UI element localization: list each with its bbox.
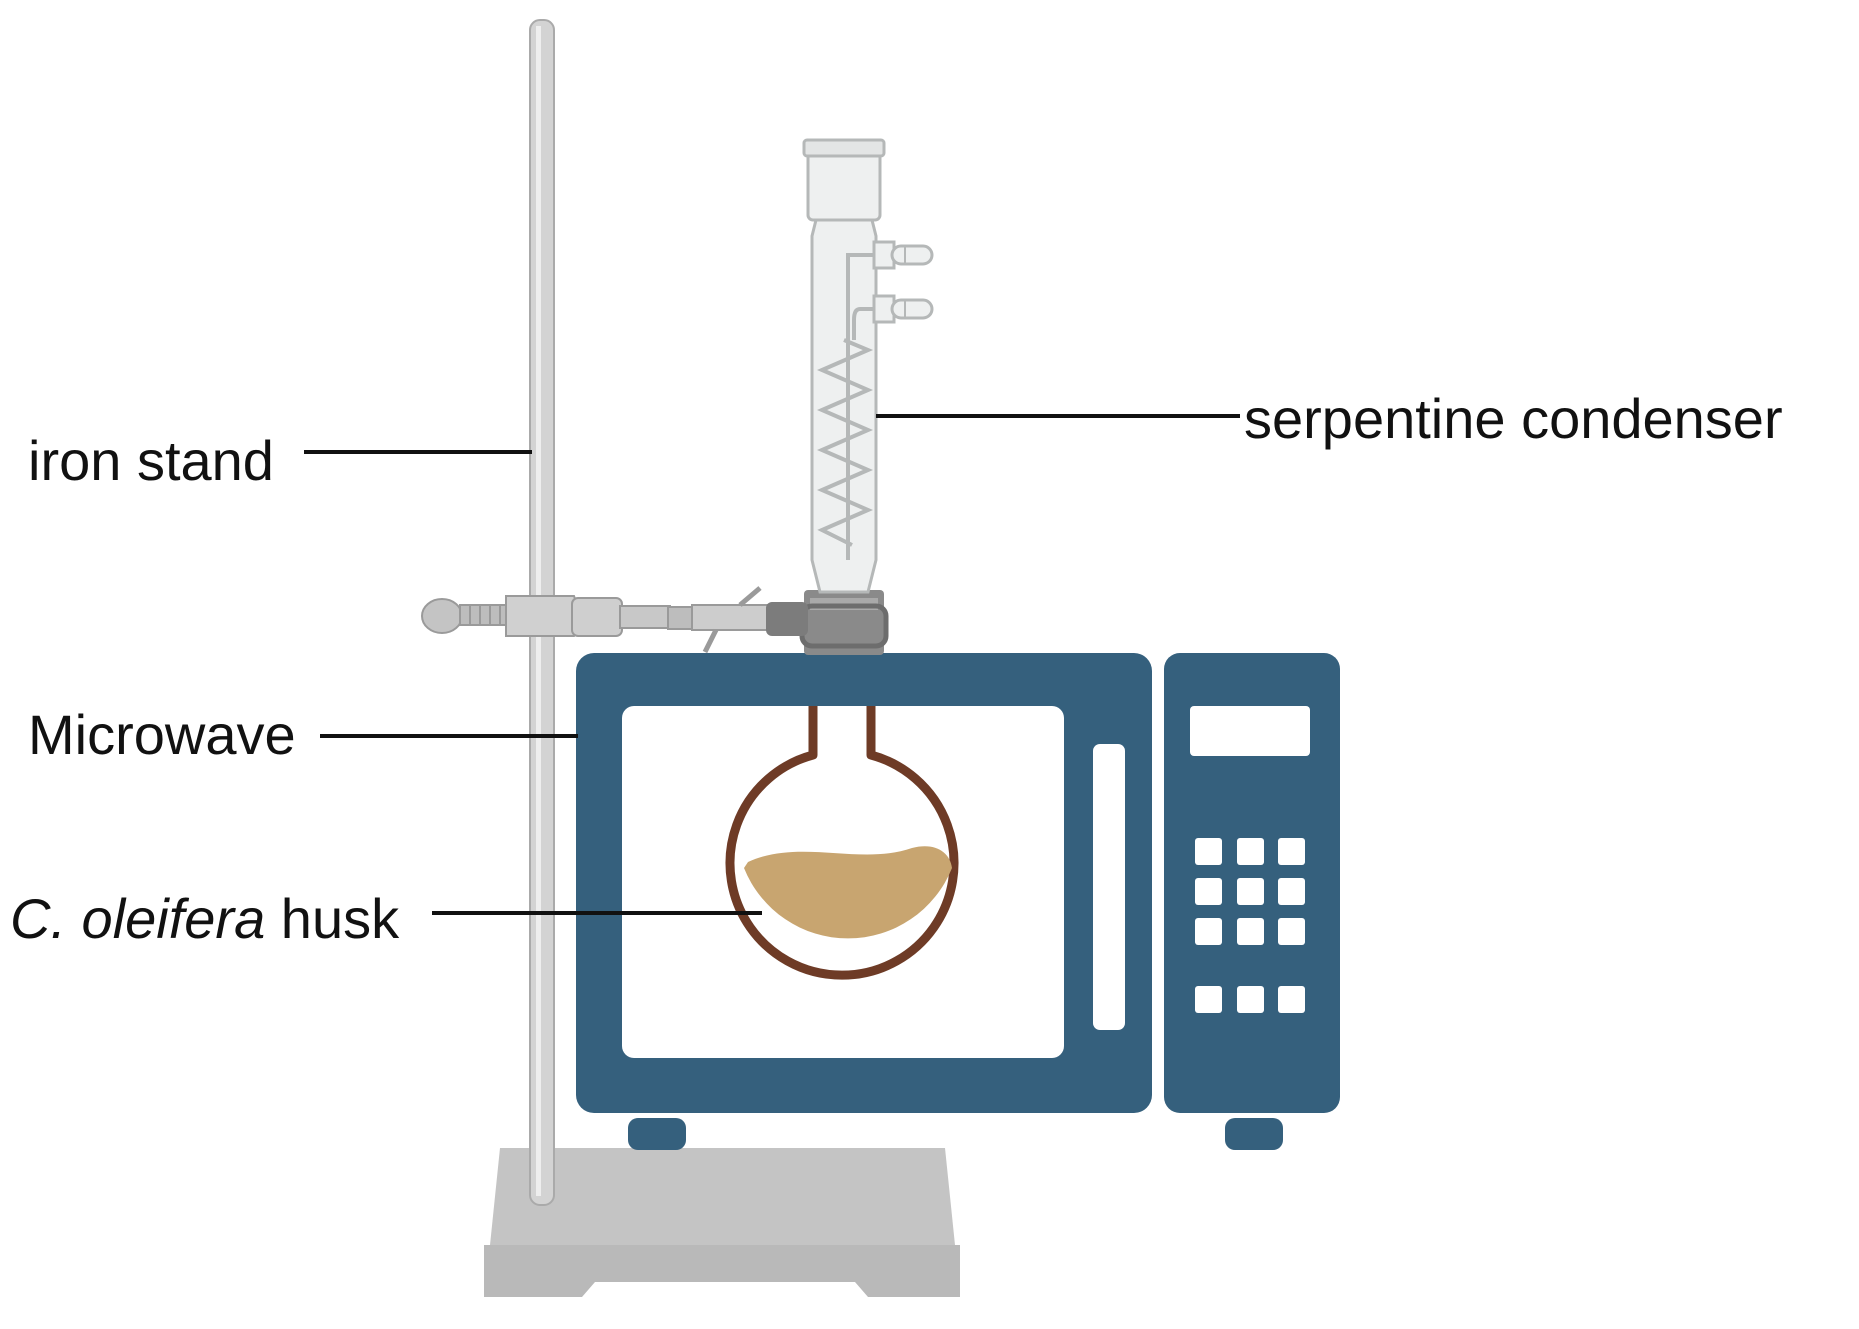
label-serpentine-condenser: serpentine condenser [1244,387,1783,450]
microwave [576,653,1340,1150]
label-husk-species: C. oleifera [10,887,266,950]
condenser-clamp [421,586,808,654]
round-bottom-flask [725,706,959,980]
condenser-joint [799,590,889,655]
camellia-husk-powder [744,846,952,939]
label-husk: C. oleifera husk [10,891,399,947]
microwave-keypad [1195,838,1305,1013]
condenser-water-port-upper [872,240,934,270]
label-husk-word: husk [280,887,400,950]
microwave-foot-left [628,1118,686,1150]
microwave-display [1190,706,1310,756]
condenser-coil [816,253,874,560]
label-iron-stand: iron stand [28,429,274,492]
label-microwave: Microwave [28,703,296,766]
microwave-door-handle [1093,744,1125,1030]
leader-lines [304,414,1240,915]
microwave-foot-right [1225,1118,1283,1150]
serpentine-condenser [802,138,934,594]
condenser-water-port-lower [872,294,934,324]
iron-stand-base [484,1148,960,1297]
